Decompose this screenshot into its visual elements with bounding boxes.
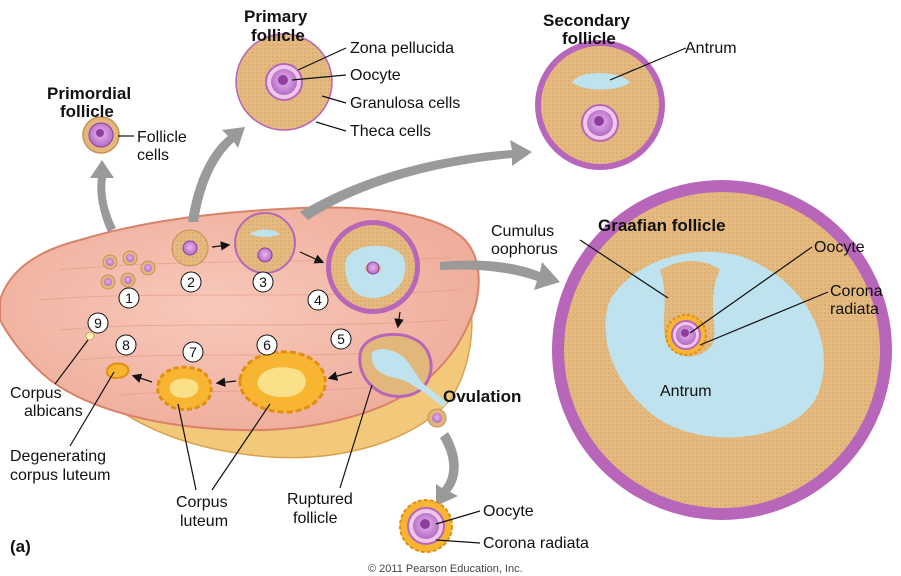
stage-number-8: 8 (122, 337, 130, 353)
graafian-oocyte-label: Oocyte (814, 239, 865, 256)
arrow-to-primordial (90, 160, 116, 232)
cumulus-oophorus-label-2: oophorus (491, 241, 558, 258)
stage-number-2: 2 (187, 274, 195, 290)
theca-cells-label: Theca cells (350, 123, 431, 140)
follicle-cells-label-1: Follicle (137, 129, 187, 146)
stage6-corpus-luteum (240, 352, 325, 412)
stage7-corpus-luteum (158, 367, 212, 409)
follicle-cells-label-2: cells (137, 147, 169, 164)
stage-number-9: 9 (94, 315, 102, 331)
secondary-follicle-title-2: follicle (562, 29, 616, 48)
primary-follicle-title-1: Primary (244, 7, 308, 26)
stage-number-1: 1 (125, 290, 133, 306)
stage9-corpus-albicans (86, 332, 94, 340)
ruptured-follicle-label-2: follicle (293, 510, 338, 527)
primordial-follicle-detail (83, 117, 119, 153)
corpus-luteum-label-1: Corpus (176, 494, 228, 511)
stage8-degenerating (107, 364, 129, 379)
corona-radiata-label-1: Corona (830, 283, 883, 300)
primordial-follicle-title-1: Primordial (47, 84, 131, 103)
copyright-text: © 2011 Pearson Education, Inc. (368, 563, 523, 575)
ovulated-oocyte-label: Oocyte (483, 503, 534, 520)
stage-number-7: 7 (189, 344, 197, 360)
stage2-follicle (172, 230, 208, 266)
degenerating-label-2: corpus luteum (10, 467, 111, 484)
granulosa-cells-label: Granulosa cells (350, 95, 460, 112)
stage-number-3: 3 (259, 274, 267, 290)
secondary-follicle-detail (535, 40, 665, 170)
corpus-luteum-label-2: luteum (180, 513, 228, 530)
panel-letter: (a) (10, 537, 31, 556)
stage3-follicle (235, 213, 295, 273)
degenerating-label-1: Degenerating (10, 448, 106, 465)
secondary-follicle-title-1: Secondary (543, 11, 630, 30)
primary-follicle-title-2: follicle (251, 26, 305, 45)
secondary-antrum-label: Antrum (685, 40, 737, 57)
stage-number-6: 6 (263, 337, 271, 353)
stage-number-4: 4 (314, 292, 322, 308)
cumulus-oophorus-label-1: Cumulus (491, 223, 554, 240)
ovulated-oocyte-small (428, 409, 446, 427)
corpus-albicans-label-1: Corpus (10, 385, 62, 402)
primary-oocyte-label: Oocyte (350, 67, 401, 84)
zona-pellucida-label: Zona pellucida (350, 40, 454, 57)
stage-number-5: 5 (337, 331, 345, 347)
stage4-follicle (326, 220, 420, 314)
graafian-follicle-title: Graafian follicle (598, 216, 726, 235)
ovulated-corona-radiata-label: Corona radiata (483, 535, 589, 552)
primary-follicle-detail (236, 34, 332, 130)
ovulation-label: Ovulation (443, 387, 521, 406)
ruptured-follicle-label-1: Ruptured (287, 491, 353, 508)
arrow-to-ovulated (436, 432, 459, 506)
arrow-to-primary (188, 127, 245, 222)
graafian-antrum-label: Antrum (660, 383, 712, 400)
corpus-albicans-label-2: albicans (24, 403, 83, 420)
corona-radiata-label-2: radiata (830, 301, 879, 318)
ovulated-oocyte-detail (400, 500, 452, 552)
primordial-follicle-title-2: follicle (60, 102, 114, 121)
